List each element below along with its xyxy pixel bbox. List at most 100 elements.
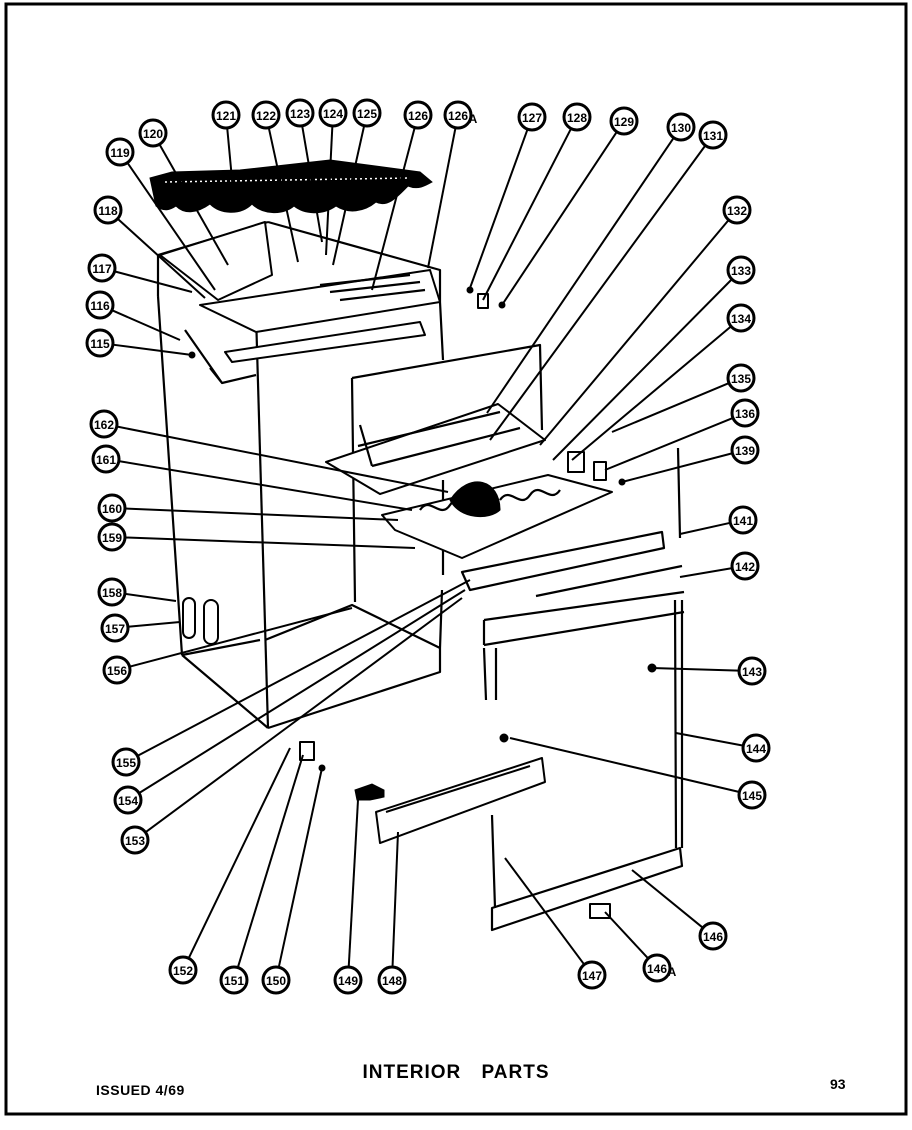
callout-151: 151 [219, 754, 304, 995]
leader-line [144, 597, 463, 834]
door-frame-top [482, 590, 685, 647]
leader-line [332, 125, 366, 266]
callout-number: 146 [647, 962, 667, 976]
callout-number: 122 [256, 109, 276, 123]
callout-circle [726, 363, 756, 393]
callout-number: 143 [742, 665, 762, 679]
callout-number: 125 [357, 107, 377, 121]
leader-line [112, 343, 193, 356]
callout-number: 132 [727, 204, 747, 218]
callout-116: 116 [85, 290, 181, 341]
callout-160: 160 [97, 493, 399, 523]
callout-circle [737, 780, 767, 810]
callout-circle [93, 195, 123, 225]
callout-145: 145 [509, 737, 767, 810]
callout-number: 129 [614, 115, 634, 129]
top-insulation-pad-texture [164, 177, 411, 183]
callout-number: 145 [742, 789, 762, 803]
callout-circle [111, 747, 141, 777]
leader-line [489, 144, 707, 441]
callout-number: 161 [96, 453, 116, 467]
callout-circle [97, 522, 127, 552]
callout-139: 139 [621, 435, 760, 483]
callout-number: 160 [102, 502, 122, 516]
leader-line [116, 217, 206, 299]
callout-number: 152 [173, 964, 193, 978]
callout-circle [730, 435, 760, 465]
fastener-128 [477, 293, 489, 309]
callout-circle [105, 137, 135, 167]
leader-line [571, 325, 732, 461]
leader-line [631, 869, 704, 929]
door-switch [589, 903, 611, 919]
leader-line [611, 382, 730, 433]
liner-front-edge [254, 313, 270, 729]
callout-circle [138, 118, 168, 148]
callout-circle [741, 733, 771, 763]
page-number: 93 [830, 1076, 846, 1092]
callout-161: 161 [91, 444, 413, 511]
callout-circle [517, 102, 547, 132]
callout-122: 122 [251, 100, 299, 263]
callout-number: 131 [703, 129, 723, 143]
callout-circle [562, 102, 592, 132]
callout-circle [100, 613, 130, 643]
callout-circle [698, 120, 728, 150]
callout-number: 147 [582, 969, 602, 983]
callout-circle [113, 785, 143, 815]
callout-circle [577, 960, 607, 990]
callout-circle [85, 328, 115, 358]
crisper-pan-latch [354, 783, 385, 801]
leader-line [509, 737, 740, 793]
callout-number: 150 [266, 974, 286, 988]
callout-circle [666, 112, 696, 142]
callout-number: 144 [746, 742, 766, 756]
callout-144: 144 [675, 732, 771, 763]
callout-number: 158 [102, 586, 122, 600]
callout-circle [726, 303, 756, 333]
leader-line [111, 309, 181, 341]
callout-circle [377, 965, 407, 995]
callout-129: 129 [501, 106, 639, 306]
callout-115: 115 [85, 328, 193, 358]
page-border [4, 2, 908, 1116]
leader-line [114, 270, 193, 293]
callout-131: 131 [489, 120, 728, 441]
callout-133: 133 [552, 255, 756, 461]
thermostat-knob-bracket [567, 451, 585, 473]
diagram-title: INTERIOR PARTS [362, 1062, 550, 1083]
callout-circle [726, 255, 756, 285]
callout-number: 146 [703, 930, 723, 944]
top-insulation-pad [149, 159, 433, 214]
leader-line [679, 521, 731, 535]
callout-152: 152 [168, 747, 291, 985]
callout-number: 153 [125, 834, 145, 848]
leader-line [675, 732, 744, 747]
callout-number: 124 [323, 107, 343, 121]
callout-circle [120, 825, 150, 855]
callout-number: 156 [107, 664, 127, 678]
callout-124: 124 [318, 98, 348, 256]
callout-number: 121 [216, 109, 236, 123]
leader-line [325, 125, 334, 256]
shelf-rail [460, 530, 683, 598]
callout-circle [443, 100, 473, 130]
leader-line [127, 621, 181, 628]
callout-146: 146 [631, 869, 728, 951]
leader-line [158, 143, 229, 266]
leader-line [501, 131, 618, 306]
callout-130: 130 [486, 112, 696, 414]
callout-143: 143 [651, 656, 767, 686]
leader-line [482, 128, 572, 301]
callout-141: 141 [679, 505, 758, 535]
callout-154: 154 [113, 589, 466, 815]
callout-circle [168, 955, 198, 985]
callout-circle [97, 493, 127, 523]
callout-circle [642, 953, 672, 983]
callout-number: 130 [671, 121, 691, 135]
callout-162: 162 [89, 409, 449, 493]
callout-number: 128 [567, 111, 587, 125]
leader-line [226, 127, 234, 191]
